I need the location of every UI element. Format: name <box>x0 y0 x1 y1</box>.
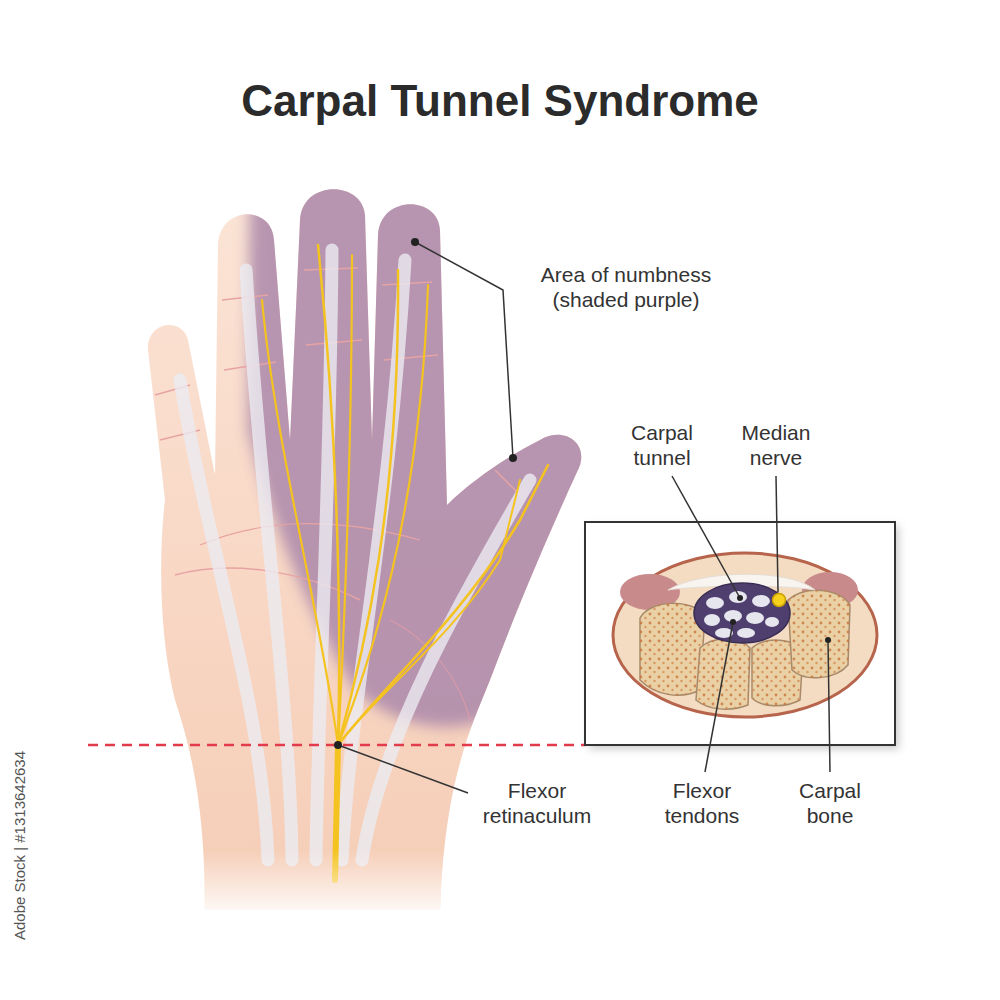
median-nerve-dot <box>773 594 786 607</box>
leader-dots <box>334 238 517 749</box>
tendons <box>180 250 530 860</box>
wrist-cross-section <box>613 553 877 717</box>
leader-lines <box>338 242 513 793</box>
callout-label: Median nerve <box>726 420 826 470</box>
inset-panel <box>585 522 895 745</box>
callout-label: Flexor tendons <box>650 778 755 828</box>
watermark: Adobe Stock | #1313642634 <box>12 750 29 939</box>
median-nerve <box>262 245 548 880</box>
inset-leaders <box>672 476 830 772</box>
callout-label: Carpal tunnel <box>612 420 712 470</box>
wrist-fade <box>150 850 470 920</box>
finger-creases <box>155 268 525 500</box>
callout-label: Area of numbness (shaded purple) <box>511 262 741 312</box>
title: Carpal Tunnel Syndrome <box>0 76 1000 126</box>
carpal-tunnel-shape <box>694 583 790 643</box>
palm-crease <box>200 524 420 545</box>
callout-label: Flexor retinaculum <box>472 778 602 828</box>
inset-leader-dots <box>730 595 831 643</box>
callout-label: Carpal bone <box>783 778 878 828</box>
